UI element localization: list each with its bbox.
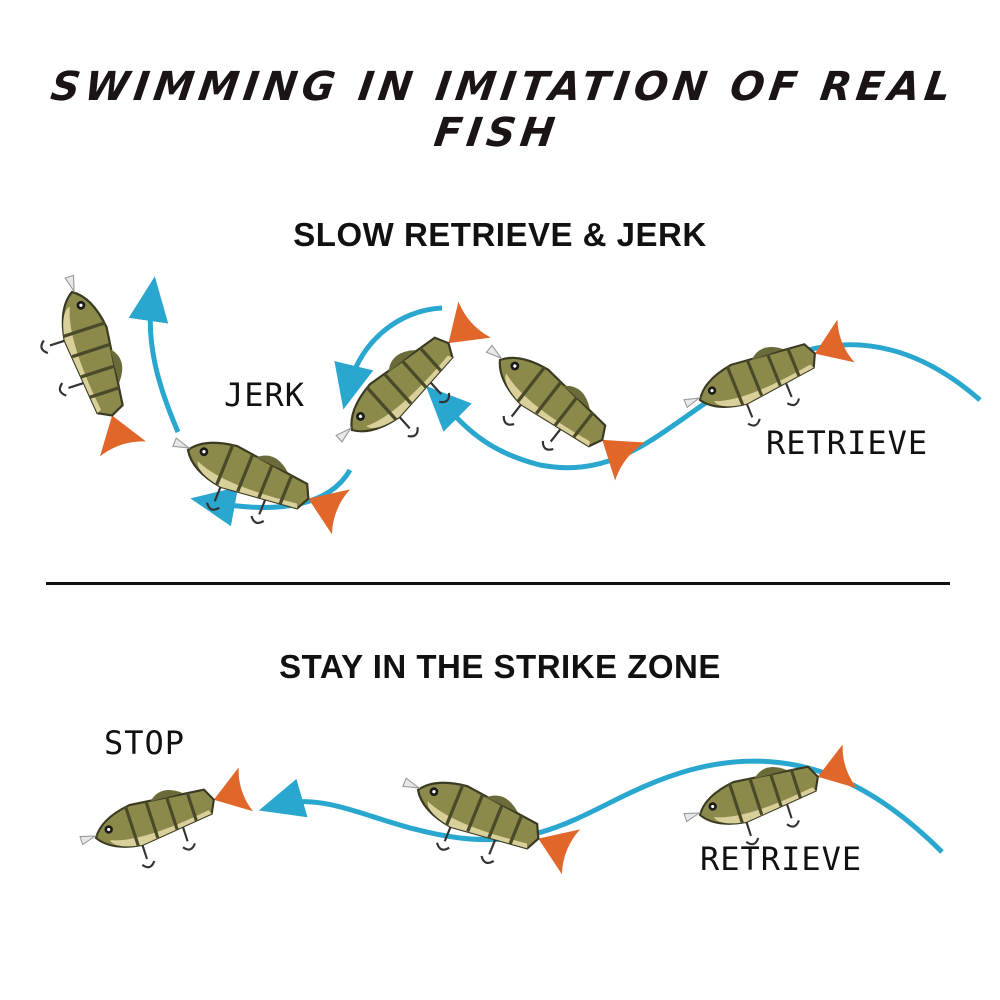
swimbait-lure-icon: [21, 267, 149, 465]
section-title-strike-zone: STAY IN THE STRIKE ZONE: [279, 648, 721, 685]
swimbait-lure-icon: [72, 764, 261, 887]
label-retrieve-1: RETRIEVE: [766, 424, 929, 462]
swimbait-lure-icon: [154, 419, 353, 557]
section-title-slow-retrieve: SLOW RETRIEVE & JERK: [293, 216, 707, 253]
rise-arc-path: [128, 276, 181, 433]
label-retrieve-2: RETRIEVE: [700, 840, 863, 878]
retrieve-path-line-1: [425, 342, 982, 471]
jerk-arc-path-top: [334, 305, 443, 410]
label-jerk: JERK: [224, 376, 306, 414]
swimbait-lure-icon: [457, 328, 648, 500]
section-divider: [46, 582, 950, 585]
label-stop: STOP: [104, 724, 186, 762]
